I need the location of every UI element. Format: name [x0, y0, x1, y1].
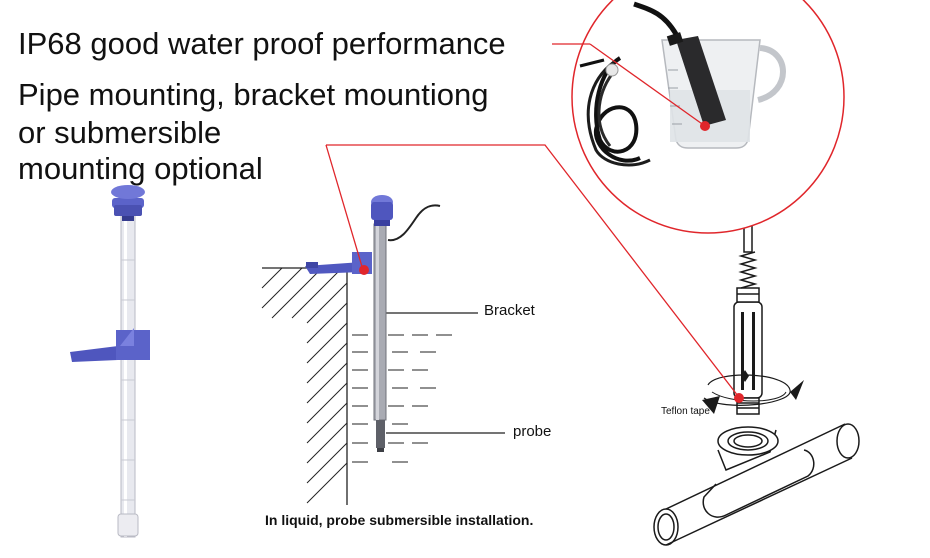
ip68-inset-photo: [571, 0, 845, 234]
probe-assembly: [305, 195, 393, 452]
callout-lines: [325, 43, 739, 397]
headline-mounting-line3: mounting optional: [18, 151, 263, 186]
headline-waterproof: IP68 good water proof performance: [18, 26, 506, 61]
submersible-caption: In liquid, probe submersible installatio…: [265, 512, 534, 528]
probe-label: probe: [513, 423, 552, 440]
teflon-tape-label: Teflon tape: [661, 406, 710, 417]
headline-mounting-line1: Pipe mounting, bracket mountiong: [18, 77, 489, 112]
bracket-label: Bracket: [484, 302, 535, 319]
pipe-mounting-illustration: [70, 185, 150, 538]
headline-mounting-line2: or submersible: [18, 115, 222, 150]
pipe-tee-illustration: [653, 195, 860, 546]
callout-dots: [359, 121, 744, 403]
